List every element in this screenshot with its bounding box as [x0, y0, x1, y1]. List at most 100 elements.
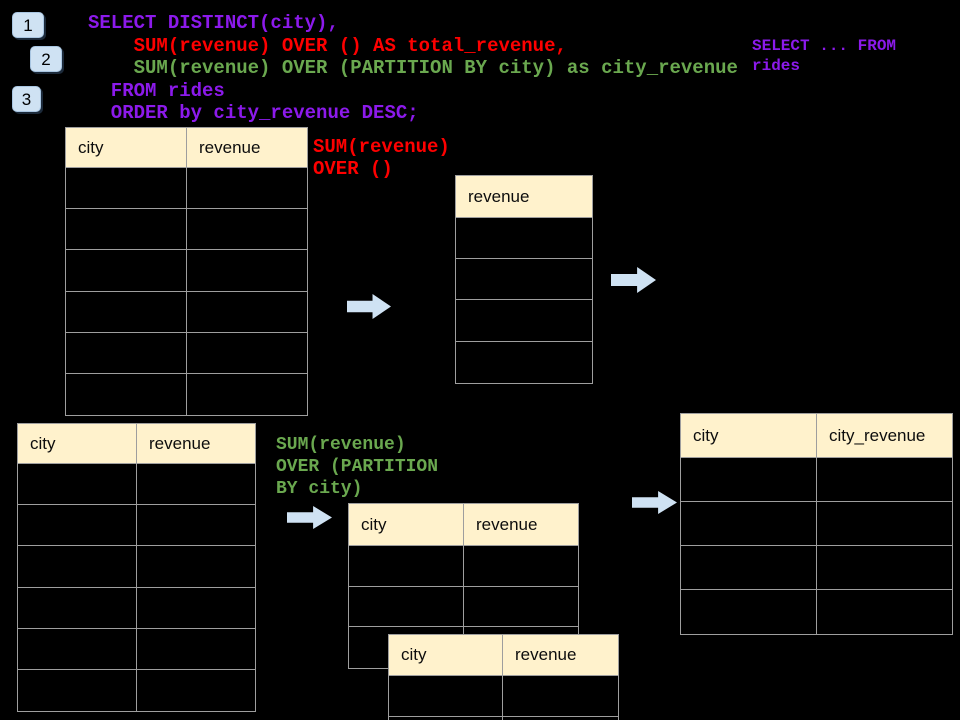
code-line: rides: [752, 56, 801, 75]
column-header-city: city: [389, 635, 503, 676]
table-total-revenue: revenue: [455, 175, 593, 384]
column-header-revenue: revenue: [137, 424, 255, 464]
column-header-city: city: [66, 128, 187, 168]
column-header-revenue: revenue: [503, 635, 618, 676]
table-cell: [464, 546, 578, 587]
table-cell: [18, 546, 137, 588]
table-cell: [18, 505, 137, 547]
table-row: [18, 505, 255, 547]
table-row: [681, 458, 952, 502]
table-cell: [817, 546, 952, 590]
table-cell: [137, 628, 255, 670]
table-cell: [349, 586, 464, 627]
table-cell: [389, 676, 503, 717]
code-line: ORDER by city_revenue DESC;: [88, 102, 419, 124]
table-cell: [137, 464, 255, 506]
table-row: [681, 590, 952, 634]
table-cell: [681, 458, 817, 502]
arrow-right-icon: [611, 267, 656, 293]
table-cell: [817, 590, 952, 634]
code-line: OVER (): [313, 158, 393, 180]
table-cell: [137, 669, 255, 712]
table-cell: [66, 209, 187, 251]
table-row: [456, 341, 592, 383]
column-header-revenue: revenue: [464, 504, 578, 546]
table-row: [66, 291, 307, 333]
table-cell: [187, 209, 307, 251]
table-cell: [18, 669, 137, 712]
code-line: BY city): [276, 479, 363, 499]
table-cell: [187, 373, 307, 416]
table-cell: [456, 259, 592, 301]
table-cell: [349, 546, 464, 587]
table-cell: [187, 168, 307, 210]
table-row: [349, 586, 578, 627]
table-cell: [137, 587, 255, 629]
code-line: SELECT DISTINCT(city),: [88, 12, 339, 34]
table-cell: [681, 546, 817, 590]
code-line: SUM(revenue) OVER () AS total_revenue,: [88, 34, 567, 57]
column-header-revenue: revenue: [187, 128, 307, 168]
arrow-right-icon: [632, 491, 677, 514]
table-row: [456, 300, 592, 342]
table-row: [66, 373, 307, 416]
table-row: [66, 209, 307, 251]
table-cell: [187, 332, 307, 374]
code-line: OVER (PARTITION: [276, 457, 439, 477]
table-header-row: revenue: [456, 176, 592, 218]
table-row: [18, 669, 255, 712]
table-cell: [389, 717, 503, 720]
code-line: SELECT ... FROM: [752, 37, 897, 55]
table-cell: [18, 587, 137, 629]
table-cell: [817, 458, 952, 502]
table-row: [18, 546, 255, 588]
column-header-city: city: [681, 414, 817, 458]
step-badge-1: 1: [12, 12, 44, 38]
table-cell: [681, 502, 817, 546]
table-cell: [464, 586, 578, 627]
table-row: [681, 546, 952, 590]
table-row: [389, 717, 618, 720]
table-cell: [503, 717, 618, 720]
table-cell: [456, 300, 592, 342]
table-cell: [456, 218, 592, 260]
annotation-sum-over-total: SUM(revenue)OVER (): [313, 136, 450, 180]
table-cell: [18, 464, 137, 506]
table-cell: [18, 628, 137, 670]
table-cell: [66, 168, 187, 210]
table-row: [18, 628, 255, 670]
code-line: FROM rides: [88, 79, 225, 102]
column-header-city: city: [349, 504, 464, 546]
table-row: [66, 332, 307, 374]
table-cell: [817, 502, 952, 546]
table-cell: [66, 373, 187, 416]
table-cell: [456, 341, 592, 383]
column-header-city: city: [18, 424, 137, 464]
code-line: SUM(revenue): [276, 435, 406, 455]
table-cell: [66, 250, 187, 292]
sql-code-block: SELECT DISTINCT(city), SUM(revenue) OVER…: [88, 12, 738, 125]
step-badge-2: 2: [30, 46, 62, 72]
table-cell: [187, 250, 307, 292]
table-row: [681, 502, 952, 546]
table-row: [66, 250, 307, 292]
arrow-right-icon: [347, 294, 391, 319]
column-header-revenue: revenue: [456, 176, 592, 218]
table-cell: [137, 505, 255, 547]
column-header-city_revenue: city_revenue: [817, 414, 952, 458]
table-row: [456, 218, 592, 260]
table-row: [18, 587, 255, 629]
table-cell: [66, 332, 187, 374]
table-row: [456, 259, 592, 301]
code-line: SUM(revenue) OVER (PARTITION BY city) as…: [88, 57, 738, 79]
